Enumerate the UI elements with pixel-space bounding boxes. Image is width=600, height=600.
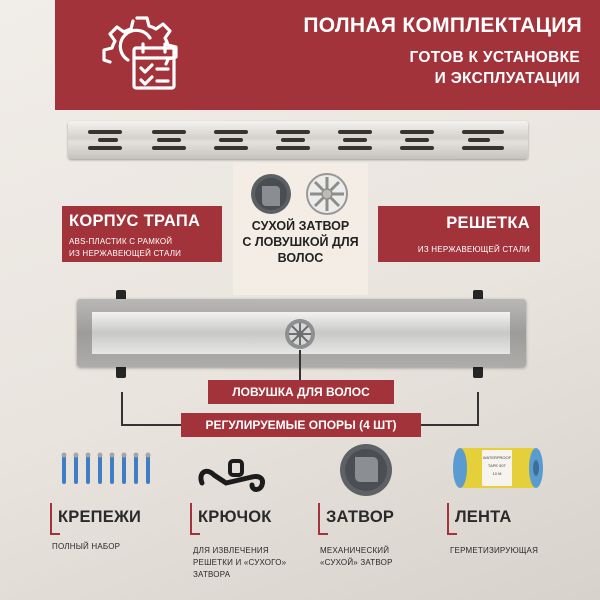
support-foot xyxy=(473,290,483,302)
item-title: КРЕПЕЖИ xyxy=(58,508,142,526)
grate-slot xyxy=(468,138,490,142)
support-foot xyxy=(116,290,126,302)
grate-slot xyxy=(281,138,305,142)
grate-slot xyxy=(214,146,248,150)
bracket-line-left xyxy=(121,424,181,426)
grate-slot xyxy=(88,130,122,134)
grate-slot xyxy=(219,138,243,142)
item-title: ЛЕНТА xyxy=(455,508,512,526)
item-title: ЗАТВОР xyxy=(326,508,395,526)
hook-icon xyxy=(198,459,265,492)
body-tag-line: ABS-ПЛАСТИК С РАМКОЙ xyxy=(69,237,173,246)
dry-seal-icon xyxy=(340,444,392,496)
grate-slot xyxy=(152,146,186,150)
grate-slot xyxy=(157,138,181,142)
bracket-line-right xyxy=(477,392,479,425)
support-foot xyxy=(473,366,483,378)
tape-label-line: 10 M xyxy=(493,471,502,476)
page-title: ПОЛНАЯ КОМПЛЕКТАЦИЯ xyxy=(303,14,582,37)
trap-label-line: ВОЛОС xyxy=(277,251,324,265)
trap-label: СУХОЙ ЗАТВОР С ЛОВУШКОЙ ДЛЯ ВОЛОС xyxy=(233,218,368,266)
page-subtitle: ГОТОВ К УСТАНОВКЕ И ЭКСПЛУАТАЦИИ xyxy=(300,47,580,89)
subtitle-line-1: ГОТОВ К УСТАНОВКЕ xyxy=(409,49,580,66)
bracket-line-left xyxy=(121,392,123,425)
connector-line xyxy=(299,350,301,380)
item-desc: ДЛЯ ИЗВЛЕЧЕНИЯ xyxy=(193,546,269,555)
grate-slot xyxy=(152,130,186,134)
subtitle-line-2: И ЭКСПЛУАТАЦИИ xyxy=(434,70,580,87)
supports-label: РЕГУЛИРУЕМЫЕ ОПОРЫ (4 ШТ) xyxy=(181,413,421,437)
support-foot xyxy=(116,366,126,378)
grate-slot xyxy=(405,138,429,142)
item-desc: РЕШЕТКИ И «СУХОГО» xyxy=(193,558,287,567)
tape-roll-icon: WATERPROOF TAPE 50T 10 M xyxy=(453,448,543,488)
grate-slot xyxy=(462,130,504,134)
grate-slot xyxy=(276,146,310,150)
grate-tag-title: РЕШЕТКА xyxy=(446,214,530,232)
body-tag-line: ИЗ НЕРЖАВЕЮЩЕЙ СТАЛИ xyxy=(69,249,182,258)
grate-slot xyxy=(343,138,367,142)
gear-checklist-icon xyxy=(102,16,178,90)
item-bracket xyxy=(50,503,60,535)
grate-tag: РЕШЕТКА ИЗ НЕРЖАВЕЮЩЕЙ СТАЛИ xyxy=(378,206,540,262)
grate-slot xyxy=(214,130,248,134)
grate-slot xyxy=(276,130,310,134)
tape-label-line: TAPE 50T xyxy=(488,463,507,468)
grate-slot xyxy=(338,130,372,134)
item-bracket xyxy=(447,503,457,535)
screws-icon xyxy=(61,452,151,484)
grate-slot xyxy=(400,146,434,150)
grate-slot xyxy=(462,146,504,150)
hair-trap-icon xyxy=(285,319,315,349)
trap-label-line: СУХОЙ ЗАТВОР xyxy=(251,219,350,233)
grate-slot xyxy=(98,138,118,142)
grate-tag-line: ИЗ НЕРЖАВЕЮЩЕЙ СТАЛИ xyxy=(417,245,530,254)
body-tag: КОРПУС ТРАПА ABS-ПЛАСТИК С РАМКОЙ ИЗ НЕР… xyxy=(62,206,222,262)
grate-slot xyxy=(400,130,434,134)
grate-image xyxy=(68,121,528,159)
item-desc: ЗАТВОРА xyxy=(193,570,231,579)
item-desc: ПОЛНЫЙ НАБОР xyxy=(52,542,121,551)
item-title: КРЮЧОК xyxy=(198,508,272,526)
item-bracket xyxy=(190,503,200,535)
dry-seal-parts-image xyxy=(251,173,348,215)
item-bracket xyxy=(318,503,328,535)
hair-trap-label: ЛОВУШКА ДЛЯ ВОЛОС xyxy=(208,380,394,404)
grate-slot xyxy=(338,146,372,150)
tape-label-line: WATERPROOF xyxy=(483,455,512,460)
grate-slot xyxy=(88,146,122,150)
item-desc: ГЕРМЕТИЗИРУЮЩАЯ xyxy=(450,546,539,555)
bracket-line-right xyxy=(421,424,479,426)
trap-label-line: С ЛОВУШКОЙ ДЛЯ xyxy=(242,235,359,249)
item-desc: МЕХАНИЧЕСКИЙ xyxy=(320,546,390,555)
body-tag-title: КОРПУС ТРАПА xyxy=(69,212,201,230)
item-desc: «СУХОЙ» ЗАТВОР xyxy=(320,558,393,567)
